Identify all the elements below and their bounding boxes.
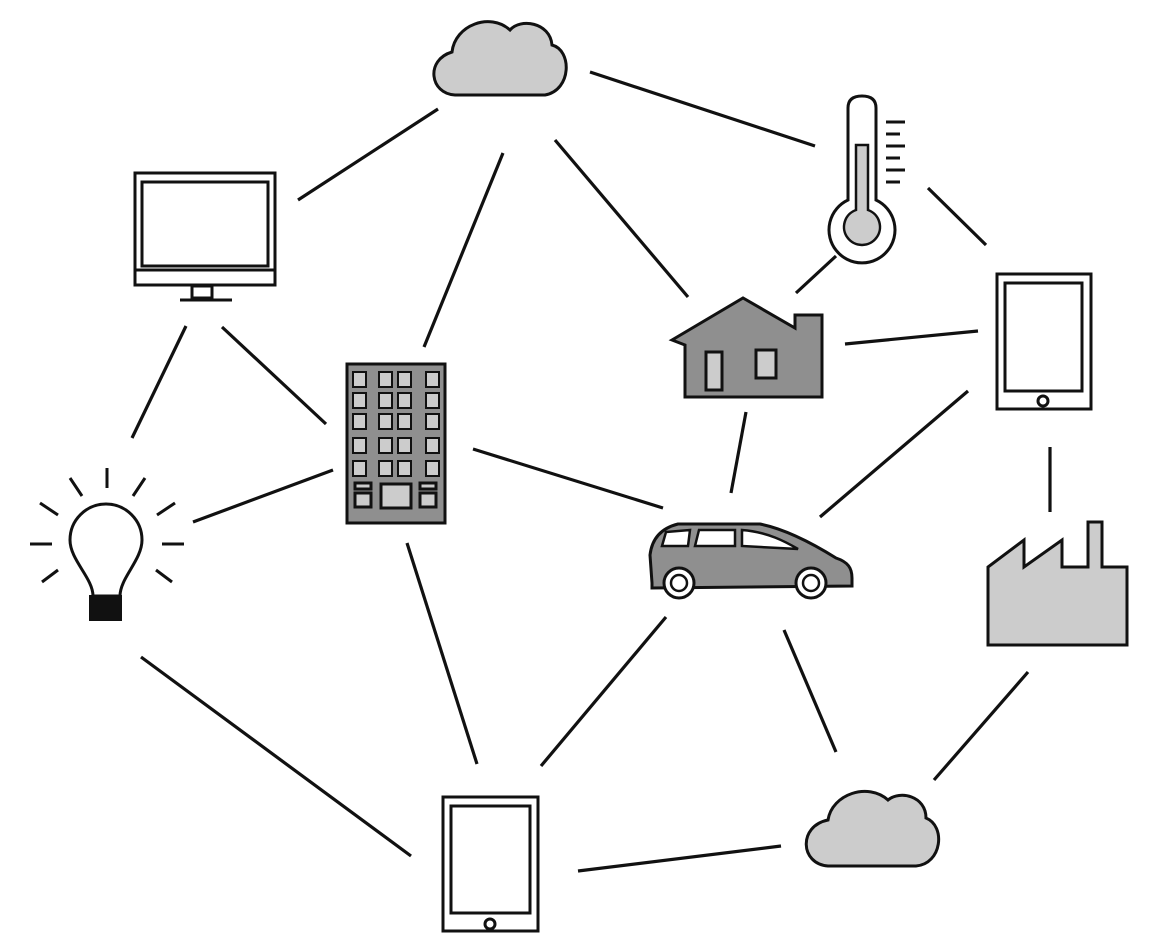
building-window [352,437,367,454]
cloud-bottom-icon [804,789,941,868]
monitor-icon [133,171,277,302]
building-window [425,413,440,430]
building-window [397,371,412,388]
building-window [425,371,440,388]
factory-icon [986,520,1129,647]
building-window [397,437,412,454]
building-window [352,392,367,409]
connection-car-to-cloud-bottom [782,629,838,753]
building-window [397,413,412,430]
building-window [378,371,393,388]
connection-tablet-bottom-to-cloud-bottom [577,844,782,873]
connection-thermometer-to-tablet-right [926,186,988,247]
connection-lines [130,70,1052,873]
connection-office-building-to-light-bulb [192,468,334,524]
building-window [397,392,412,409]
connection-light-bulb-to-tablet-bottom [140,655,412,858]
light-rays [30,468,184,584]
building-window [378,413,393,430]
office-building-icon [345,362,447,525]
connection-car-to-tablet-bottom [539,615,668,768]
building-window [378,392,393,409]
light-ray [68,477,84,497]
light-bulb-icon [30,468,184,621]
building-window [378,437,393,454]
connection-cloud-top-to-thermometer [589,70,816,148]
connection-house-to-tablet-right [844,329,979,346]
connection-cloud-top-to-monitor [297,107,439,202]
connection-cloud-top-to-house [553,138,690,299]
light-ray [131,477,147,497]
light-ray [155,568,173,584]
building-window [397,460,412,477]
connection-cloud-top-to-office-building [422,152,505,348]
building-window [425,437,440,454]
connection-office-building-to-car [472,447,664,510]
thermometer-icon [827,94,905,265]
building-window [425,460,440,477]
car-icon [648,522,854,600]
building-window [352,371,367,388]
building-window [425,392,440,409]
building-window [352,460,367,477]
tablet-bottom-icon [441,795,540,933]
connection-thermometer-to-house [794,254,838,295]
cloud-top-icon [432,20,568,97]
light-ray [41,568,59,584]
connection-office-building-to-tablet-bottom [405,542,479,765]
connection-monitor-to-light-bulb [130,325,188,439]
connection-factory-to-cloud-bottom [932,670,1030,782]
connection-monitor-to-office-building [220,325,328,426]
light-ray [39,501,59,517]
building-window [378,460,393,477]
building-windows [352,371,440,477]
connection-tablet-right-to-car [818,389,970,519]
house-icon [668,296,824,399]
building-window [352,413,367,430]
connection-house-to-car [729,411,748,494]
light-ray [156,501,176,517]
tablet-right-icon [995,272,1093,411]
